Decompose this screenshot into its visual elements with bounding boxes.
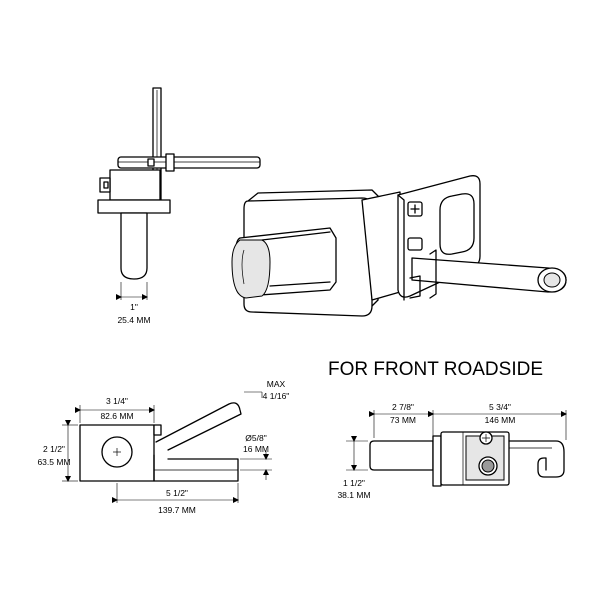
top-shank-circle	[101, 436, 133, 468]
top-length-in: 5 1/2"	[166, 488, 188, 498]
flange	[97, 199, 171, 214]
drawing-title: FOR FRONT ROADSIDE	[328, 359, 543, 380]
front-b-in: 5 3/4"	[489, 402, 511, 412]
top-length-mm: 139.7 MM	[158, 505, 196, 515]
isometric-view	[231, 175, 567, 317]
front-hook	[508, 440, 565, 478]
top-pin-extended	[155, 402, 242, 451]
pin-dia-in: Ø5/8"	[245, 433, 266, 443]
side-width-in: 1"	[130, 302, 138, 312]
housing-body	[109, 169, 161, 201]
top-pin-retracted	[153, 454, 239, 482]
front-b-mm: 146 MM	[485, 415, 516, 425]
front-h-mm: 38.1 MM	[337, 490, 370, 500]
front-a-mm: 73 MM	[390, 415, 416, 425]
front-view: 2 7/8" 73 MM 5 3/4" 146 MM 1 1/2" 38.1 M…	[337, 402, 567, 500]
top-width-mm: 82.6 MM	[100, 411, 133, 421]
side-view: 1" 25.4 MM	[97, 87, 261, 325]
max-value: 4 1/16"	[263, 391, 290, 401]
shank	[120, 212, 148, 280]
front-h-in: 1 1/2"	[343, 478, 365, 488]
top-view: 3 1/4" 82.6 MM 2 1/2" 63.5 MM 5 1/2" 139…	[37, 379, 289, 515]
top-height-in: 2 1/2"	[43, 444, 65, 454]
latch-pin	[117, 156, 261, 169]
pin-dia-mm: 16 MM	[243, 444, 269, 454]
front-plate	[432, 435, 442, 487]
max-label: MAX	[267, 379, 286, 389]
front-shank	[369, 440, 434, 471]
top-height-mm: 63.5 MM	[37, 457, 70, 467]
front-a-in: 2 7/8"	[392, 402, 414, 412]
side-width-mm: 25.4 MM	[117, 315, 150, 325]
top-width-in: 3 1/4"	[106, 396, 128, 406]
